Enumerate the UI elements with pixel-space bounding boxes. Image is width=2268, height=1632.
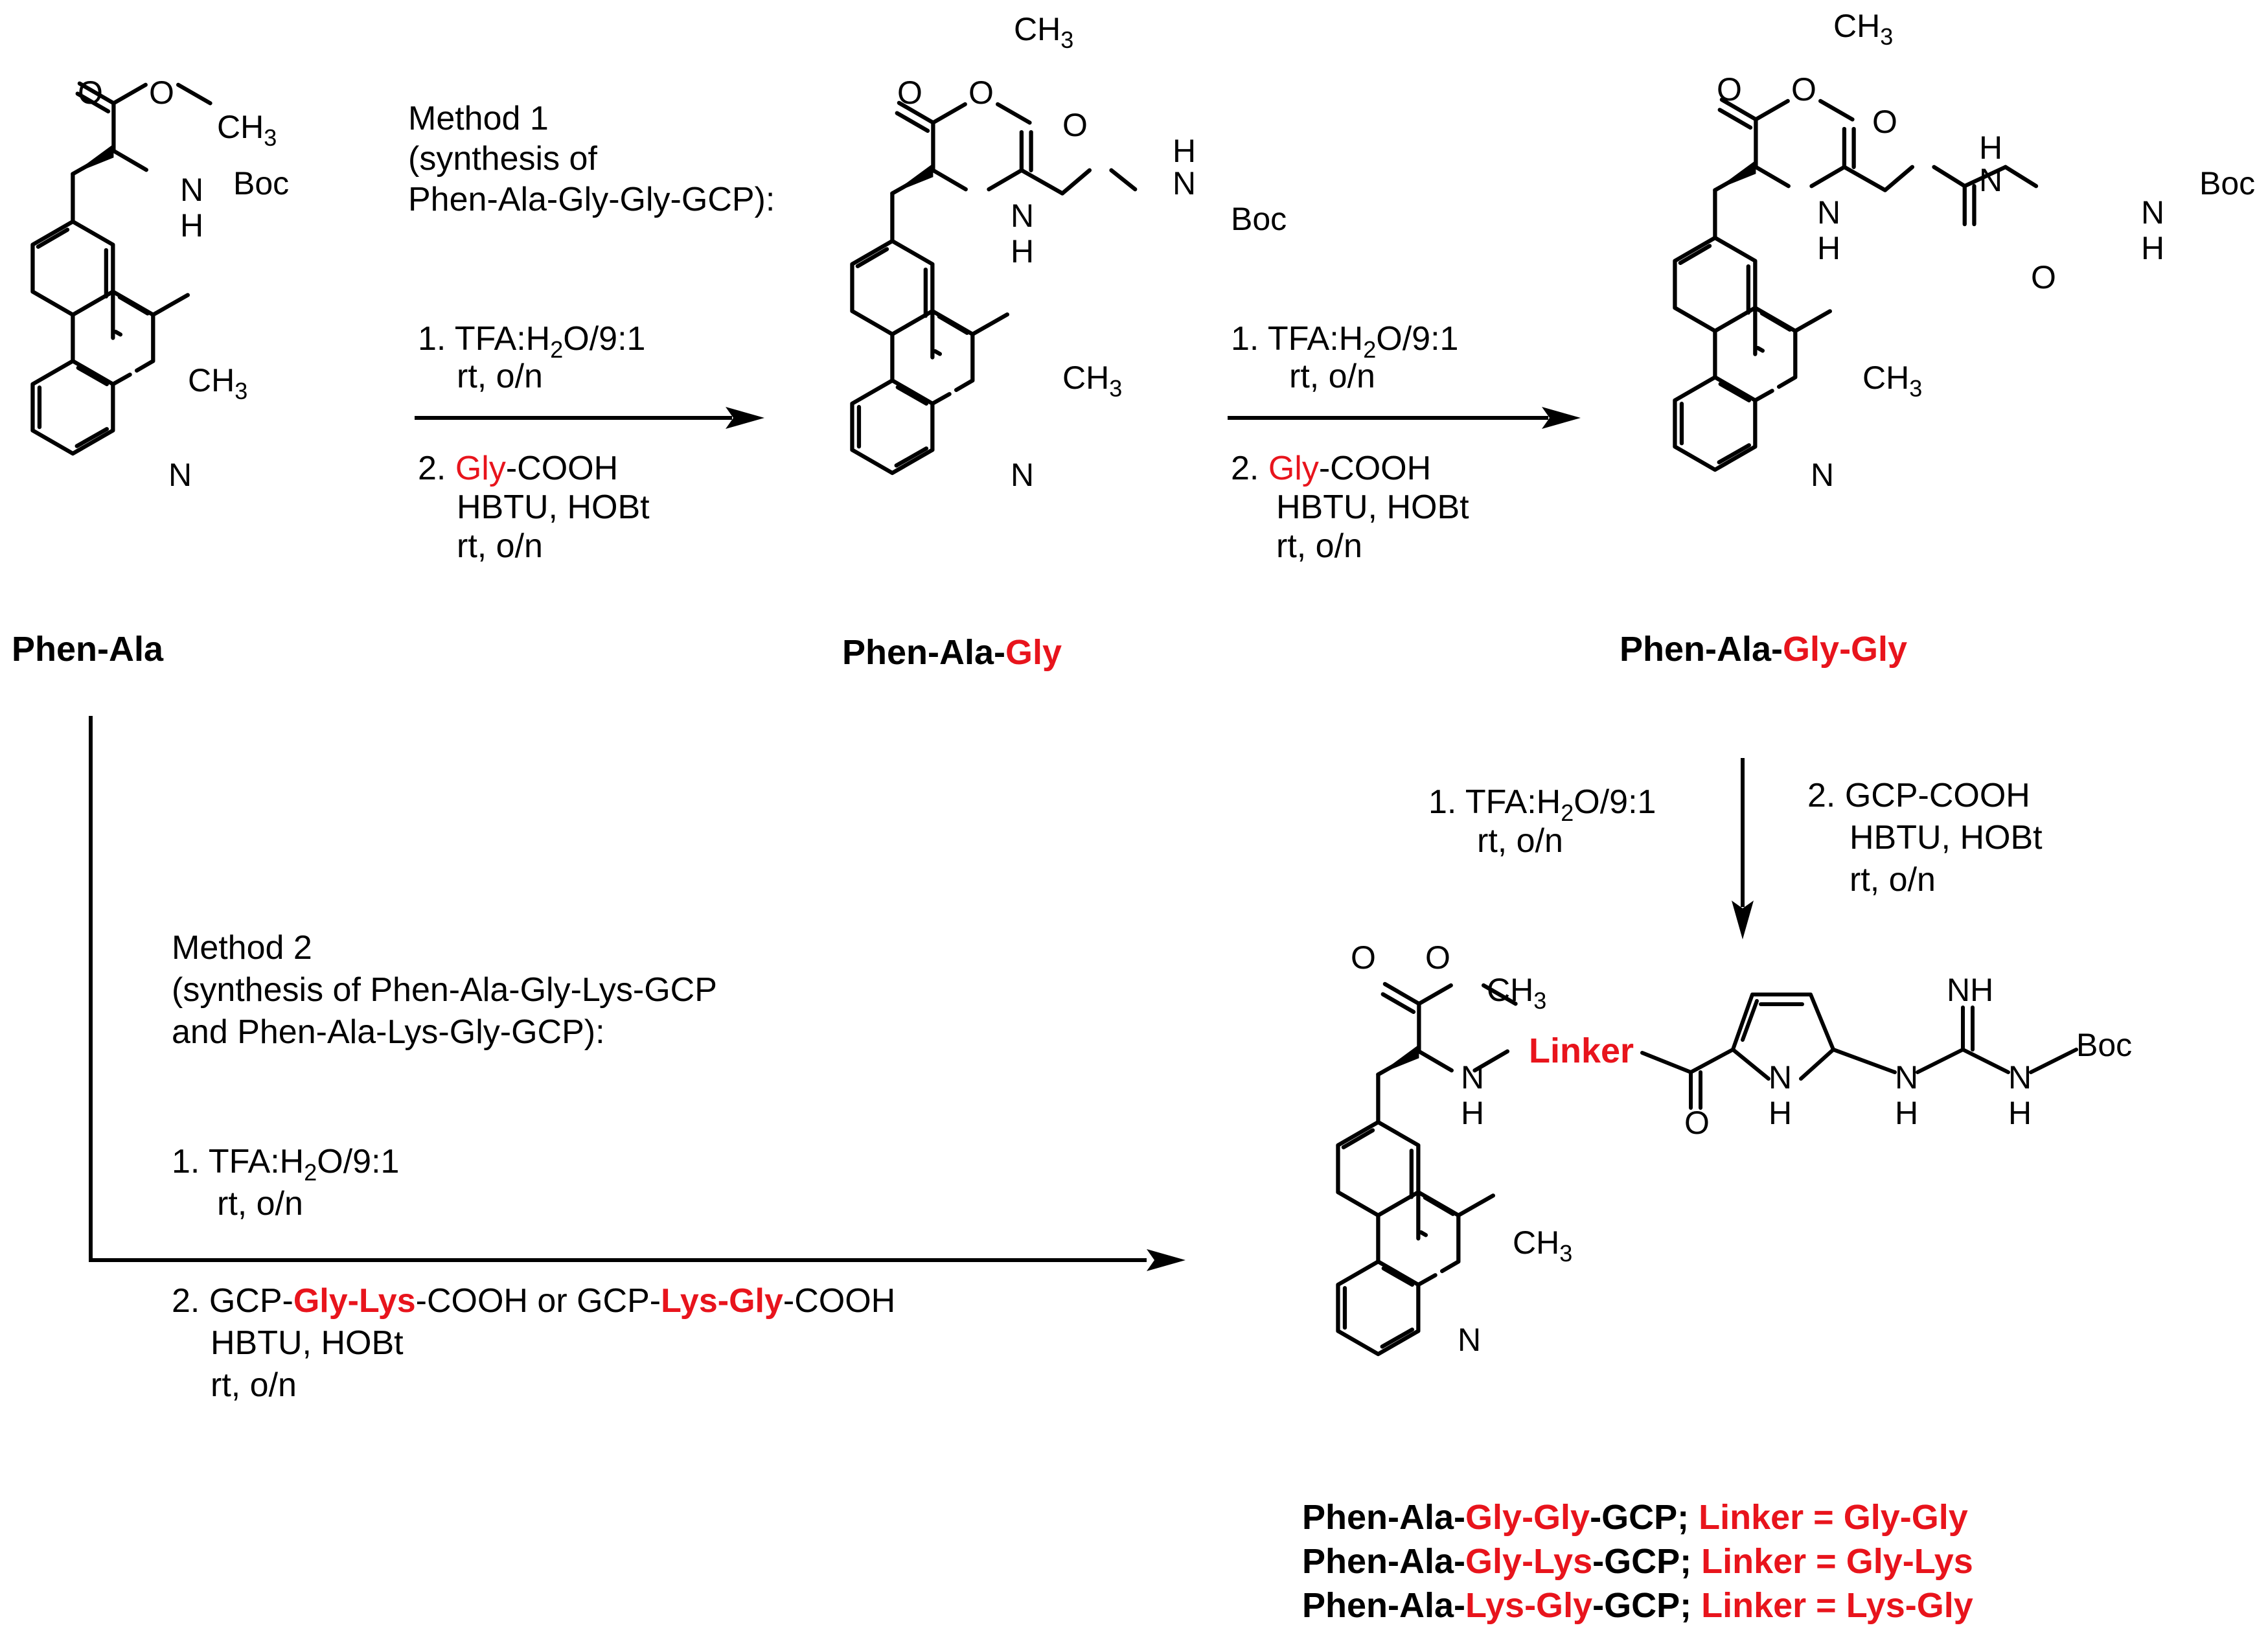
atom-n: N — [1817, 194, 1840, 231]
atom-ch3-ring: CH3 — [1862, 360, 1922, 402]
atom-boc: Boc — [233, 165, 289, 201]
atom-h: H — [1011, 233, 1034, 270]
atom-h: H — [2008, 1095, 2032, 1131]
atom-ch3: CH3 — [217, 109, 277, 151]
method2-step2-line1: 2. GCP-Gly-Lys-COOH or GCP-Lys-Gly-COOH — [172, 1282, 895, 1320]
compound-label-phen-ala-gly: Phen-Ala-Gly — [842, 633, 1062, 672]
method2-step1-line1: 1. TFA:H2O/9:1 — [172, 1143, 399, 1186]
arrow-1-head — [726, 407, 764, 429]
gcp-step-line1: 2. GCP-COOH — [1807, 777, 2030, 814]
step1-line2: rt, o/n — [1289, 358, 1375, 395]
method2-step1-line2: rt, o/n — [217, 1185, 303, 1223]
method1-title-line3: Phen-Ala-Gly-Gly-GCP): — [408, 181, 775, 218]
arrow-2-head — [1542, 407, 1581, 429]
atom-o-carbonyl: O — [897, 75, 922, 111]
product-label-3: Phen-Ala-Lys-Gly-GCP; Linker = Lys-Gly — [1302, 1586, 1973, 1625]
atom-n: N — [2008, 1059, 2032, 1096]
atom-n: N — [180, 172, 203, 208]
atom-n: N — [1173, 165, 1196, 201]
method2-title-line1: Method 2 — [172, 929, 312, 967]
gcp-step-line3: rt, o/n — [1850, 861, 1936, 899]
step1-line1: 1. TFA:H2O/9:1 — [1231, 320, 1458, 363]
atom-o-carbonyl: O — [78, 75, 103, 111]
step2-line3: rt, o/n — [457, 527, 543, 565]
gcp-step-line2: HBTU, HOBt — [1850, 819, 2043, 856]
atom-h: H — [180, 207, 203, 244]
atom-n-ring: N — [168, 457, 192, 493]
atom-n-pyrrole: N — [1769, 1059, 1792, 1096]
method2-title-line2: (synthesis of Phen-Ala-Gly-Lys-GCP — [172, 971, 717, 1009]
atom-h: H — [1817, 230, 1840, 266]
compound-final-product — [1338, 984, 1515, 1354]
atom-nh: NH — [1947, 972, 1993, 1008]
method2-step2-line2: HBTU, HOBt — [211, 1324, 404, 1362]
atom-n-ring: N — [1458, 1322, 1481, 1358]
atom-ch3-ring: CH3 — [1513, 1224, 1572, 1267]
atom-o-ester: O — [149, 75, 174, 111]
atom-h: H — [2141, 230, 2164, 266]
compound-phen-ala-gly — [852, 103, 1138, 473]
step2-line1: 2. Gly-COOH — [418, 450, 618, 487]
compound-label-phen-ala-gly-gly: Phen-Ala-Gly-Gly — [1620, 630, 1907, 669]
compound-phen-ala-gly-gly — [1675, 100, 2039, 470]
atom-n-ring: N — [1811, 457, 1834, 493]
gcp-moiety — [1640, 993, 2078, 1110]
atom-boc: Boc — [2199, 165, 2255, 201]
atom-n: N — [1011, 198, 1034, 234]
atom-o-carbonyl: O — [1351, 939, 1376, 976]
atom-n-ring: N — [1011, 457, 1034, 493]
atom-o-amide: O — [2031, 259, 2056, 295]
atom-o-carbonyl: O — [1717, 71, 1742, 108]
atom-ch3: CH3 — [1833, 8, 1893, 50]
arrow-method2-head — [1147, 1249, 1186, 1271]
atom-h: H — [1979, 130, 2002, 166]
product-label-2: Phen-Ala-Gly-Lys-GCP; Linker = Gly-Lys — [1302, 1542, 1973, 1581]
method1-title-line2: (synthesis of — [408, 140, 597, 178]
atom-ch3: CH3 — [1487, 972, 1546, 1014]
atom-o-ester: O — [968, 75, 994, 111]
atom-o-ester: O — [1791, 71, 1816, 108]
atom-h: H — [1173, 133, 1196, 169]
linker-label: Linker — [1529, 1031, 1634, 1070]
atom-n: N — [1461, 1059, 1484, 1096]
atom-o-amide: O — [1872, 104, 1897, 140]
atom-boc: Boc — [1231, 201, 1287, 237]
method1-title-line1: Method 1 — [408, 100, 549, 137]
atom-boc: Boc — [2076, 1027, 2132, 1063]
step1-line1: 1. TFA:H2O/9:1 — [1428, 783, 1656, 826]
step2-line3: rt, o/n — [1276, 527, 1362, 565]
atom-o-amide: O — [1684, 1105, 1710, 1141]
atom-o-amide: O — [1062, 107, 1088, 143]
step2-line2: HBTU, HOBt — [1276, 488, 1469, 526]
atom-ch3: CH3 — [1014, 11, 1073, 53]
atom-o-ester: O — [1425, 939, 1450, 976]
compound-label-phen-ala: Phen-Ala — [12, 630, 164, 669]
atom-ch3-ring: CH3 — [188, 362, 247, 404]
step2-line2: HBTU, HOBt — [457, 488, 650, 526]
step1-line2: rt, o/n — [1477, 822, 1563, 860]
atom-n: N — [1979, 162, 2002, 198]
compound-phen-ala — [32, 84, 210, 454]
method2-step2-line3: rt, o/n — [211, 1366, 297, 1404]
atom-h: H — [1895, 1095, 1918, 1131]
step2-line1: 2. Gly-COOH — [1231, 450, 1431, 487]
atom-h: H — [1769, 1095, 1792, 1131]
method2-title-line3: and Phen-Ala-Lys-Gly-GCP): — [172, 1013, 605, 1051]
atom-n: N — [2141, 194, 2164, 231]
step1-line2: rt, o/n — [457, 358, 543, 395]
arrow-3-head — [1732, 901, 1754, 939]
atom-h: H — [1461, 1095, 1484, 1131]
step1-line1: 1. TFA:H2O/9:1 — [418, 320, 645, 363]
atom-n: N — [1895, 1059, 1918, 1096]
atom-ch3-ring: CH3 — [1062, 360, 1122, 402]
product-label-1: Phen-Ala-Gly-Gly-GCP; Linker = Gly-Gly — [1302, 1498, 1968, 1537]
